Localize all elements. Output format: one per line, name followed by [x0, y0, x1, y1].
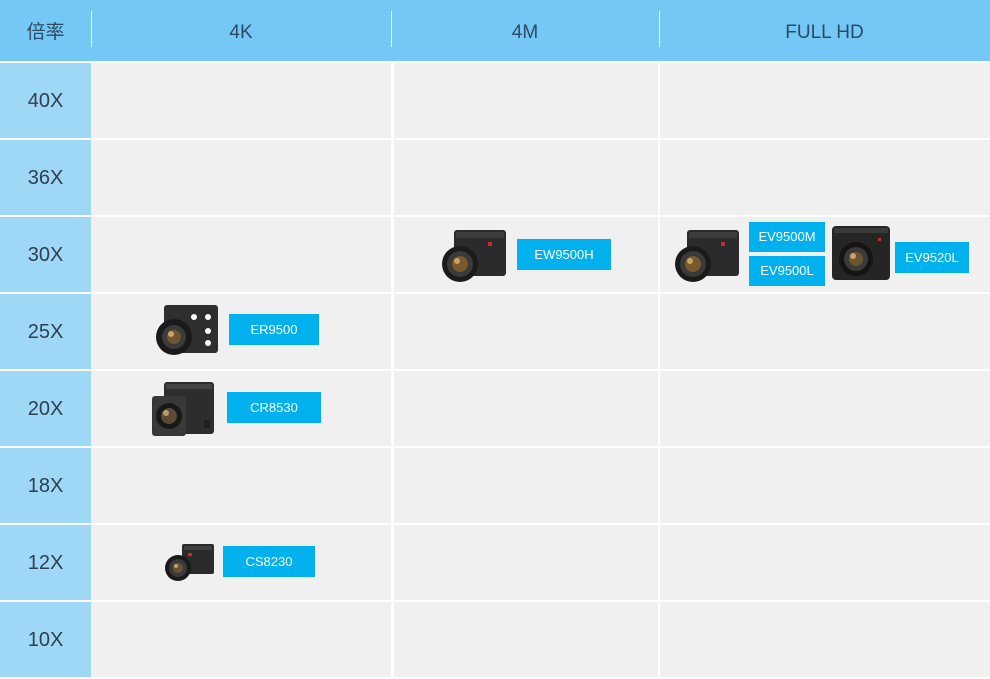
row-label: 40X [0, 63, 91, 138]
cell-4k: ER9500 [91, 294, 391, 369]
cell-4m [394, 448, 658, 523]
table-row-10x: 10X [0, 602, 990, 677]
product-tag-ew9500h[interactable]: EW9500H [517, 239, 611, 270]
cell-4k [91, 217, 391, 292]
cell-4k: CR8530 [91, 371, 391, 446]
table-row-30x: 30X EW9500H EV9500M EV9500L [0, 217, 990, 292]
product-tag-er9500[interactable]: ER9500 [229, 314, 319, 345]
cell-full-hd: EV9500M EV9500L EV9520L [660, 217, 990, 292]
product-tag-cs8230[interactable]: CS8230 [223, 546, 315, 577]
camera-icon[interactable] [164, 542, 216, 584]
camera-icon[interactable] [830, 224, 892, 284]
cell-4m [394, 525, 658, 600]
camera-icon[interactable] [154, 303, 220, 359]
header-divider [91, 11, 92, 47]
cell-full-hd [660, 525, 990, 600]
cell-4m: EW9500H [394, 217, 658, 292]
table-row-12x: 12X CS8230 [0, 525, 990, 600]
cell-full-hd [660, 294, 990, 369]
cell-4k [91, 63, 391, 138]
cell-full-hd [660, 140, 990, 215]
table-row-36x: 36X [0, 140, 990, 215]
cell-4k [91, 140, 391, 215]
cell-full-hd [660, 371, 990, 446]
cell-4m [394, 602, 658, 677]
cell-4m [394, 63, 658, 138]
cell-full-hd [660, 63, 990, 138]
row-label: 30X [0, 217, 91, 292]
cell-4k [91, 448, 391, 523]
cell-4k: CS8230 [91, 525, 391, 600]
table-row-25x: 25X ER9500 [0, 294, 990, 369]
table-row-40x: 40X [0, 63, 990, 138]
column-header-4k: 4K [229, 22, 253, 43]
cell-full-hd [660, 602, 990, 677]
zoom-column-header: 倍率 [26, 22, 65, 43]
column-header-4m: 4M [511, 22, 539, 43]
table-header: 倍率 4K 4M FULL HD [0, 0, 990, 61]
header-divider [659, 11, 660, 47]
cell-4m [394, 371, 658, 446]
row-label: 36X [0, 140, 91, 215]
row-label: 25X [0, 294, 91, 369]
cell-4k [91, 602, 391, 677]
row-label: 18X [0, 448, 91, 523]
table-row-18x: 18X [0, 448, 990, 523]
product-tag-ev9520l[interactable]: EV9520L [895, 242, 969, 273]
table-row-20x: 20X CR8530 [0, 371, 990, 446]
product-tag-ev9500m[interactable]: EV9500M [749, 222, 825, 252]
product-tag-cr8530[interactable]: CR8530 [227, 392, 321, 423]
cell-full-hd [660, 448, 990, 523]
camera-icon[interactable] [440, 228, 510, 286]
row-label: 20X [0, 371, 91, 446]
column-header-full-hd: FULL HD [785, 22, 864, 43]
product-tag-ev9500l[interactable]: EV9500L [749, 256, 825, 286]
header-divider [391, 11, 392, 47]
camera-icon[interactable] [150, 378, 216, 440]
cell-4m [394, 294, 658, 369]
row-label: 10X [0, 602, 91, 677]
camera-icon[interactable] [673, 228, 743, 286]
row-label: 12X [0, 525, 91, 600]
cell-4m [394, 140, 658, 215]
